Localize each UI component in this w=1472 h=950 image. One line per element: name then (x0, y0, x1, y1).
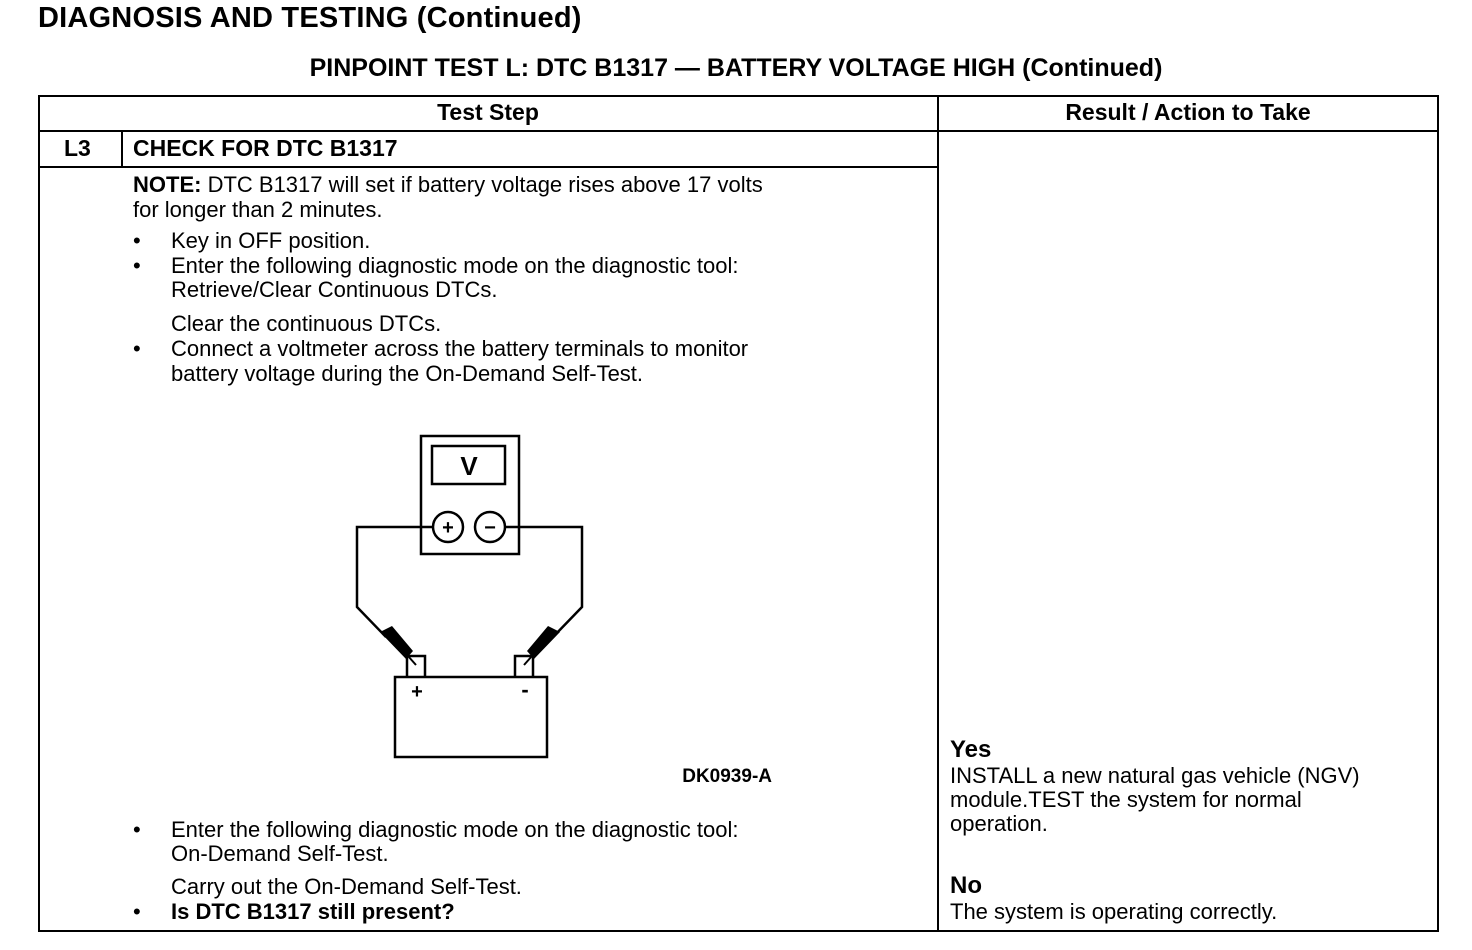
meter-minus-label: − (484, 517, 496, 539)
step-enter-selftest: Enter the following diagnostic mode on t… (171, 817, 739, 842)
result-yes-line2: module.TEST the system for normal (950, 787, 1302, 812)
step-connect-voltmeter-cont: battery voltage during the On-Demand Sel… (171, 361, 644, 386)
bullet-3-marker: • (133, 336, 141, 361)
test-table (38, 95, 1439, 932)
voltmeter-icon (419, 434, 521, 556)
step-id: L3 (64, 135, 91, 161)
step-question: Is DTC B1317 still present? (171, 899, 455, 924)
result-no-label: No (950, 872, 982, 899)
note-label: NOTE: (133, 172, 202, 197)
bullet-1-marker: • (133, 228, 141, 253)
column-divider (937, 95, 939, 932)
bullet-4-marker: • (133, 817, 141, 842)
positive-test-lead (355, 525, 433, 638)
page-title: DIAGNOSIS AND TESTING (Continued) (38, 2, 582, 34)
negative-probe (527, 626, 560, 659)
result-no-text: The system is operating correctly. (950, 899, 1278, 924)
bullet-5-marker: • (133, 899, 141, 924)
note-text: DTC B1317 will set if battery voltage ri… (201, 172, 763, 197)
negative-test-lead (505, 525, 584, 638)
step-enter-selftest-cont: On-Demand Self-Test. (171, 841, 389, 866)
battery-icon (393, 675, 549, 759)
voltmeter-battery-figure: V + − + - DK0939-A (355, 434, 772, 787)
battery-positive-post (405, 654, 427, 677)
step-id-divider (121, 130, 123, 167)
voltmeter-display (430, 444, 507, 486)
step-connect-voltmeter: Connect a voltmeter across the battery t… (171, 336, 749, 361)
note-text-cont: for longer than 2 minutes. (133, 197, 383, 222)
result-yes-line1: INSTALL a new natural gas vehicle (NGV) (950, 763, 1360, 788)
step-title: CHECK FOR DTC B1317 (133, 135, 398, 161)
step-title-divider (38, 166, 939, 168)
step-carry-out-selftest: Carry out the On-Demand Self-Test. (171, 874, 522, 899)
step-enter-mode-cont: Retrieve/Clear Continuous DTCs. (171, 277, 498, 302)
figure-id: DK0939-A (682, 766, 772, 787)
meter-label: V (460, 451, 478, 481)
result-yes-label: Yes (950, 736, 992, 763)
step-clear-dtcs: Clear the continuous DTCs. (171, 311, 442, 336)
positive-probe (380, 626, 413, 659)
bullet-2-marker: • (133, 253, 141, 278)
result-yes-line3: operation. (950, 811, 1048, 836)
battery-negative-post (513, 654, 535, 677)
header-result-action: Result / Action to Take (1065, 99, 1311, 125)
header-divider (38, 130, 1439, 132)
header-test-step: Test Step (437, 99, 539, 125)
meter-plus-label: + (442, 517, 454, 539)
battery-minus-label: - (521, 677, 528, 702)
battery-plus-label: + (411, 681, 423, 703)
positive-probe-tip (407, 655, 417, 666)
step-key-off: Key in OFF position. (171, 228, 371, 253)
negative-probe-tip (523, 655, 533, 666)
note: NOTE: DTC B1317 will set if battery volt… (133, 172, 763, 197)
step-enter-mode: Enter the following diagnostic mode on t… (171, 253, 739, 278)
pinpoint-test-title: PINPOINT TEST L: DTC B1317 — BATTERY VOL… (309, 54, 1163, 82)
